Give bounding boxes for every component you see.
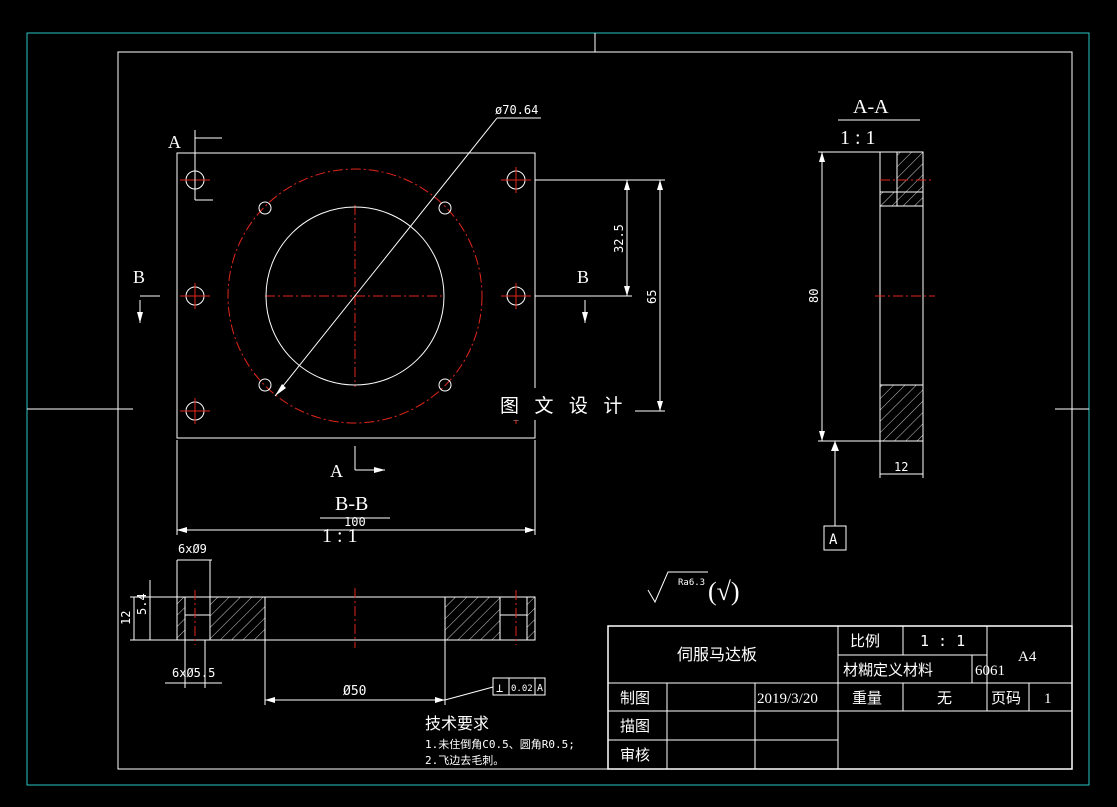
- drawn-date: 2019/3/20: [757, 691, 818, 707]
- page-value: 1: [1044, 691, 1052, 707]
- holes-bottom: 6xØ5.5: [172, 666, 215, 680]
- bb-title: B-B: [335, 493, 368, 515]
- dia-70-label: ø70.64: [495, 103, 538, 117]
- part-name: 伺服马达板: [677, 645, 757, 664]
- tech-title: 技术要求: [425, 714, 489, 733]
- side-view: A-A 1 : 1 80 12 A: [807, 96, 935, 551]
- dim-32-5: 32.5: [612, 224, 626, 253]
- section-b-right-label: B: [577, 267, 589, 287]
- roughness-value: Ra6.3: [678, 578, 705, 588]
- dim-50: Ø50: [343, 684, 366, 699]
- tolerance-frame: [492, 677, 546, 696]
- roughness-paren: (√): [708, 577, 740, 606]
- material-label: 材糊定义材料: [843, 661, 933, 679]
- technical-requirements: 技术要求 1.未住倒角C0.5、圆角R0.5; 2.飞边去毛刺。: [425, 714, 575, 767]
- bb-dim-12: 12: [119, 611, 133, 625]
- roughness-symbol: Ra6.3 (√): [647, 571, 740, 606]
- sheet-size: A4: [1018, 649, 1037, 665]
- section-a-bottom-label: A: [330, 461, 343, 481]
- tol-datum: A: [537, 683, 543, 694]
- datum-a-box: [823, 525, 847, 551]
- side-title: A-A: [853, 96, 889, 118]
- side-scale: 1 : 1: [840, 127, 876, 149]
- title-block: 伺服马达板 比例 1 : 1 A4 材糊定义材料 6061 制图 2019/3/…: [607, 625, 1073, 770]
- tol-value: 0.02: [511, 684, 533, 694]
- bolt-pitch-circle: [227, 168, 483, 424]
- section-bb-view: B-B 1 : 1 6xØ9 6xØ5.5 12 5.4 Ø5: [119, 493, 546, 705]
- central-bore: [265, 206, 445, 386]
- watermark: 图 文 设 计: [500, 395, 624, 417]
- bb-scale: 1 : 1: [322, 525, 358, 547]
- checked-label: 审核: [620, 746, 650, 764]
- tech-line-2: 2.飞边去毛刺。: [425, 754, 504, 767]
- watermark-bg: [490, 388, 635, 420]
- traced-label: 描图: [620, 717, 650, 735]
- section-a-top-label: A: [168, 132, 181, 152]
- weight-value: 无: [937, 689, 952, 707]
- drawn-label: 制图: [620, 689, 650, 707]
- datum-a: A: [829, 532, 838, 548]
- page-label: 页码: [991, 689, 1021, 707]
- side-dim-12: 12: [894, 460, 908, 474]
- weight-label: 重量: [852, 689, 882, 707]
- dim-65: 65: [645, 290, 659, 304]
- section-b-left-label: B: [133, 267, 145, 287]
- tol-symbol: ⊥: [496, 681, 503, 695]
- front-view: ø70.64 A B B A 32.5 65: [133, 103, 665, 535]
- scale-value: 1 : 1: [920, 632, 965, 650]
- tech-line-1: 1.未住倒角C0.5、圆角R0.5;: [425, 737, 575, 751]
- scale-label: 比例: [850, 632, 880, 650]
- dim-80: 80: [807, 289, 821, 303]
- material-value: 6061: [975, 663, 1005, 679]
- bb-dim-5-4: 5.4: [135, 593, 149, 615]
- holes-top: 6xØ9: [178, 542, 207, 556]
